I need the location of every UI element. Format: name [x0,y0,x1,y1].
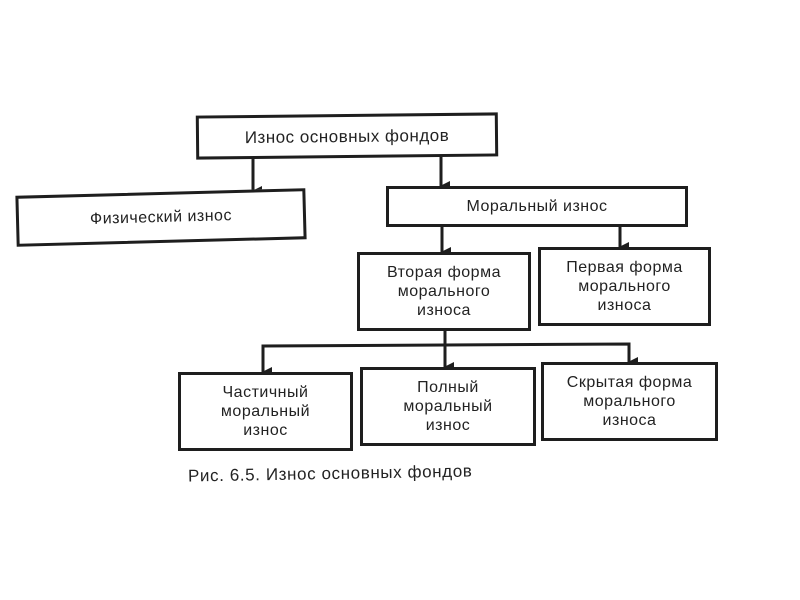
node-full: Полный моральный износ [360,367,536,446]
node-label: Износ основных фондов [244,125,450,147]
node-label: Частичный моральный износ [220,384,311,439]
node-label: Скрытая форма морального износа [566,374,693,429]
node-label: Вторая форма морального износа [387,264,501,319]
node-moral: Моральный износ [386,186,688,227]
node-physical: Физический износ [15,188,307,247]
node-second-form: Вторая форма морального износа [357,252,531,331]
node-first-form: Первая форма морального износа [538,247,711,326]
node-label: Первая форма морального износа [566,259,683,314]
node-root: Износ основных фондов [195,112,499,160]
node-partial: Частичный моральный износ [178,372,353,451]
node-label: Физический износ [89,207,233,228]
node-hidden: Скрытая форма морального износа [541,362,718,441]
node-label: Полный моральный износ [403,379,493,434]
node-label: Моральный износ [466,198,608,215]
